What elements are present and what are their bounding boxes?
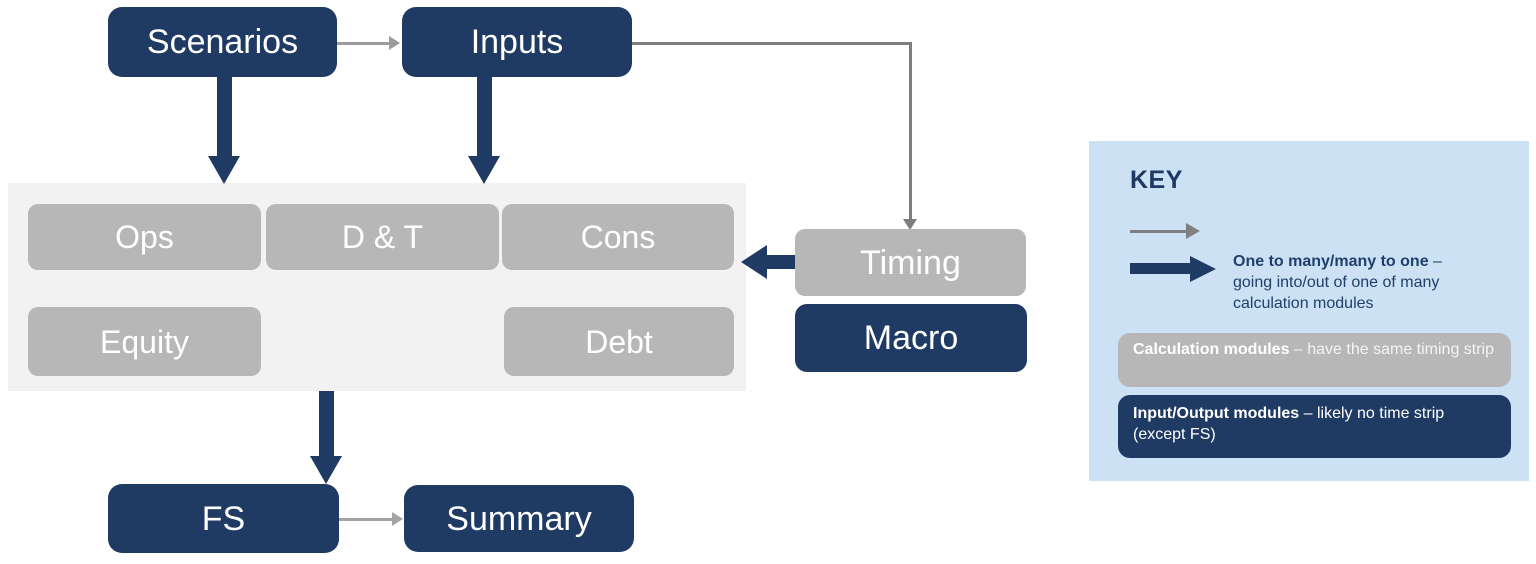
connector-fs-to-summary-arrowhead-icon — [392, 512, 403, 526]
arrow-stem — [476, 77, 492, 156]
node-label: Timing — [860, 243, 961, 282]
arrow-stem — [767, 255, 796, 269]
node-timing: Timing — [795, 229, 1026, 296]
thick-arrow-scenarios-to-modules — [208, 77, 240, 184]
arrow-down-icon — [208, 156, 240, 184]
node-label: Summary — [446, 499, 592, 538]
node-summary: Summary — [404, 485, 634, 552]
key-one-to-many-description: One to many/many to one – going into/out… — [1233, 251, 1475, 314]
key-calculation-modules-chip: Calculation modules – have the same timi… — [1118, 333, 1511, 387]
key-thin-arrowhead-icon — [1186, 223, 1200, 239]
node-fs: FS — [108, 484, 339, 553]
key-title: KEY — [1130, 166, 1183, 194]
arrow-down-icon — [310, 456, 342, 484]
key-io-chip-rest: – likely no time strip (except FS) — [1133, 405, 1445, 443]
node-label: D & T — [341, 219, 424, 255]
node-label: Debt — [585, 323, 653, 360]
connector-scenarios-to-inputs — [337, 42, 389, 45]
key-calc-chip-bold: Calculation modules — [1133, 341, 1290, 358]
key-calc-chip-rest: – have the same timing strip — [1289, 341, 1495, 358]
key-one-to-many-bold: One to many/many to one — [1233, 253, 1429, 270]
node-label: Scenarios — [146, 23, 299, 61]
node-label: Ops — [115, 219, 174, 255]
node-label: Inputs — [470, 23, 564, 61]
thick-arrow-modules-to-fs — [310, 391, 342, 484]
node-ops: Ops — [28, 204, 261, 270]
arrow-right-icon — [1190, 255, 1216, 282]
key-thin-arrow-sample — [1130, 230, 1186, 233]
connector-inputs-to-timing-horizontal — [632, 42, 912, 45]
node-cons: Cons — [502, 204, 734, 270]
node-debt: Debt — [504, 307, 734, 376]
node-label: Equity — [100, 323, 189, 360]
thick-arrow-inputs-to-modules — [468, 77, 500, 184]
node-label: Macro — [863, 319, 959, 357]
arrow-left-icon — [741, 245, 767, 279]
arrow-stem — [318, 391, 334, 456]
arrow-stem — [1130, 263, 1190, 274]
node-label: FS — [201, 499, 246, 538]
key-io-chip-bold: Input/Output modules — [1133, 405, 1300, 422]
node-equity: Equity — [28, 307, 261, 376]
arrow-down-icon — [468, 156, 500, 184]
thick-arrow-timing-to-cons — [741, 245, 796, 279]
connector-inputs-to-timing-arrowhead-icon — [903, 219, 917, 230]
node-macro: Macro — [795, 304, 1027, 372]
connector-scenarios-to-inputs-arrowhead-icon — [389, 36, 400, 50]
node-inputs: Inputs — [402, 7, 632, 77]
arrow-stem — [216, 77, 232, 156]
node-label: Cons — [580, 219, 656, 255]
node-scenarios: Scenarios — [108, 7, 337, 77]
node-d-and-t: D & T — [266, 204, 499, 270]
connector-fs-to-summary — [339, 518, 392, 521]
connector-inputs-to-timing-vertical — [909, 42, 912, 220]
key-one-to-many-rest: – going into/out of one of many calculat… — [1233, 253, 1442, 312]
key-legend-panel: KEY One to many/many to one – going into… — [1089, 141, 1529, 481]
key-io-modules-chip: Input/Output modules – likely no time st… — [1118, 395, 1511, 458]
key-thick-arrow-sample — [1130, 255, 1216, 282]
